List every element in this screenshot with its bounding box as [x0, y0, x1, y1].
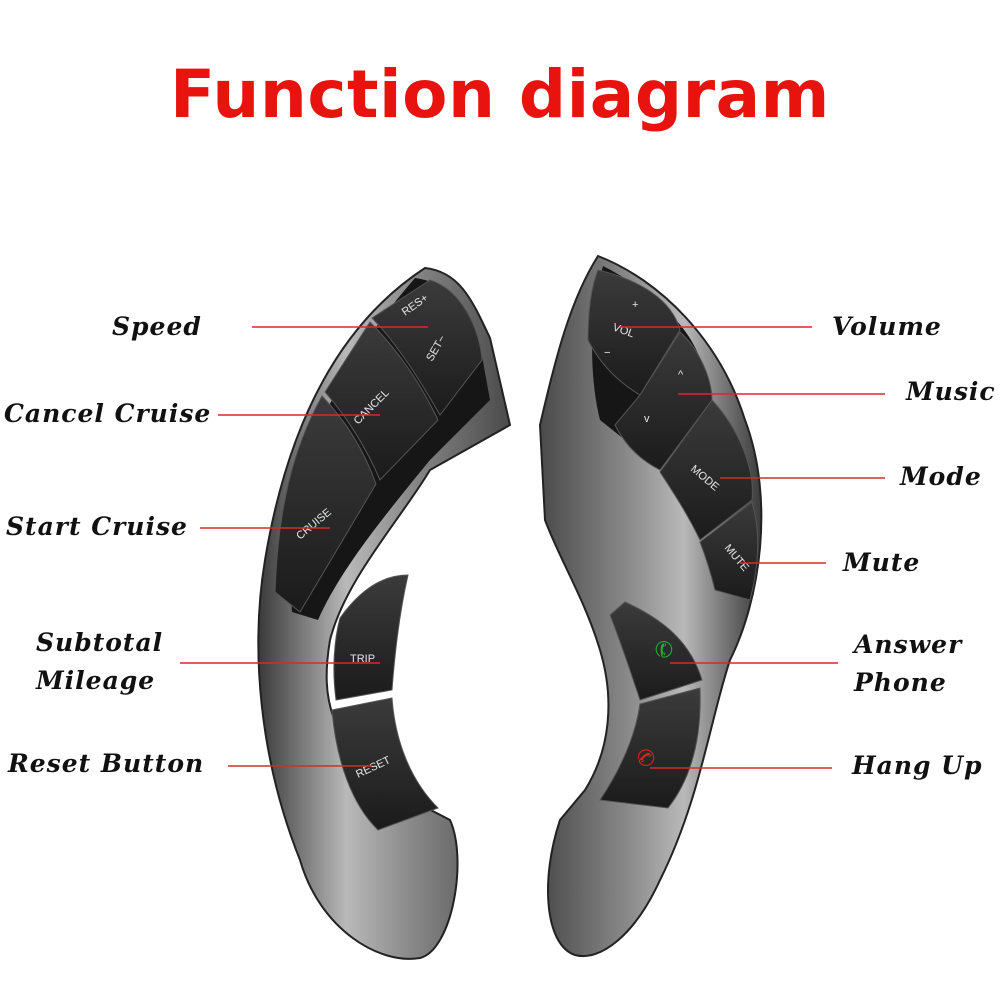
- music-up-icon: ^: [678, 369, 684, 381]
- left-control-unit: RES+ SET− CANCEL CRUISE TRIP RESET: [257, 266, 512, 960]
- page-title: Function diagram: [170, 56, 830, 133]
- answer-phone-button[interactable]: [609, 601, 703, 701]
- cancel-button[interactable]: [324, 321, 439, 481]
- mute-button[interactable]: [699, 501, 759, 601]
- callout-music: Music: [906, 377, 996, 406]
- callout-hang-up: Hang Up: [852, 751, 983, 780]
- callout-volume: Volume: [832, 312, 942, 341]
- reset-button[interactable]: [331, 697, 439, 831]
- res-set-button[interactable]: [371, 279, 483, 416]
- callout-mute: Mute: [843, 548, 921, 577]
- callout-answer-phone: Answer Phone: [854, 630, 963, 697]
- hang-up-button[interactable]: [599, 687, 701, 809]
- trip-button-label: TRIP: [350, 653, 375, 665]
- music-down-icon: v: [644, 413, 650, 425]
- right-control-unit: VOL + − ^ v MODE MUTE ✆ ✆: [538, 254, 763, 958]
- callout-start-cruise: Start Cruise: [6, 512, 188, 541]
- trip-button[interactable]: [333, 574, 409, 701]
- callout-subtotal-mileage: Subtotal Mileage: [36, 628, 164, 695]
- callout-speed: Speed: [112, 312, 202, 341]
- volume-minus-icon: −: [604, 347, 610, 359]
- leader-lines: [180, 326, 885, 769]
- volume-plus-icon: +: [632, 299, 638, 311]
- callout-cancel-cruise: Cancel Cruise: [4, 399, 212, 428]
- music-button[interactable]: [614, 331, 713, 471]
- volume-button[interactable]: [587, 269, 681, 396]
- cruise-button[interactable]: [274, 395, 377, 613]
- callout-mode: Mode: [900, 462, 982, 491]
- callout-reset-button: Reset Button: [8, 749, 205, 778]
- mode-button[interactable]: [659, 399, 753, 541]
